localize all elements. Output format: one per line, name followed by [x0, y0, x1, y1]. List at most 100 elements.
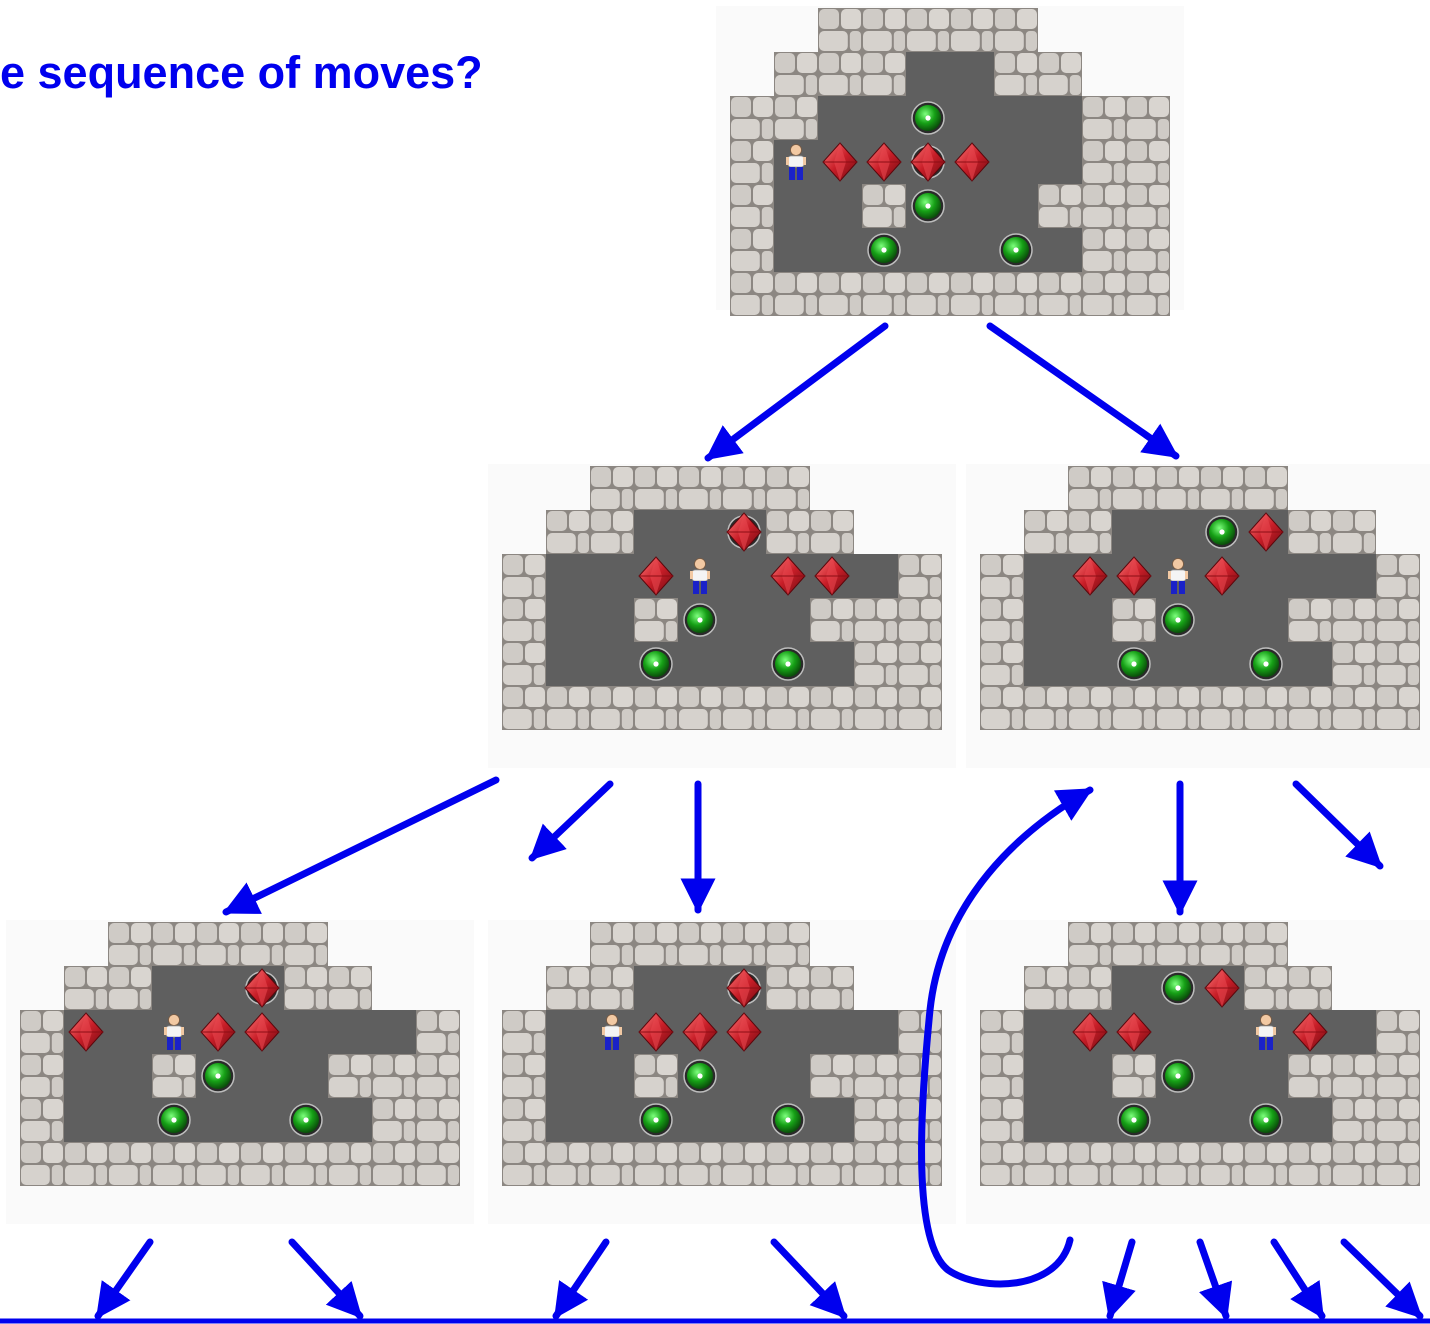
wall-tile — [854, 642, 898, 686]
board-child-left — [488, 464, 956, 768]
wall-tile — [1112, 686, 1156, 730]
red-gem-icon — [200, 1012, 236, 1052]
wall-tile — [898, 642, 942, 686]
floor-tile — [196, 1098, 240, 1142]
floor-tile — [774, 228, 818, 272]
wall-tile — [634, 1054, 678, 1098]
wall-tile — [196, 1142, 240, 1186]
floor-tile — [994, 140, 1038, 184]
wall-tile — [546, 686, 590, 730]
wall-tile — [1024, 686, 1068, 730]
floor-tile — [1038, 96, 1082, 140]
goal-target-icon — [1161, 1059, 1195, 1093]
wall-tile — [590, 466, 634, 510]
arrow-g1-a — [94, 1238, 154, 1320]
wall-tile — [1082, 272, 1126, 316]
wall-tile — [1126, 140, 1170, 184]
wall-tile — [898, 598, 942, 642]
floor-tile — [328, 1098, 372, 1142]
board-grand-2 — [488, 920, 956, 1224]
red-gem-icon — [822, 142, 858, 182]
floor-tile — [1038, 228, 1082, 272]
floor-tile — [1024, 642, 1068, 686]
wall-tile — [1200, 1142, 1244, 1186]
floor-tile — [1156, 1010, 1200, 1054]
floor-tile — [810, 642, 854, 686]
wall-tile — [898, 554, 942, 598]
wall-tile — [1024, 966, 1068, 1010]
red-gem-icon — [814, 556, 850, 596]
wall-tile — [1126, 228, 1170, 272]
wall-tile — [1376, 598, 1420, 642]
wall-tile — [862, 52, 906, 96]
wall-tile — [810, 966, 854, 1010]
wall-tile — [730, 228, 774, 272]
wall-tile — [818, 272, 862, 316]
goal-target-icon — [639, 1103, 673, 1137]
red-gem-icon — [244, 968, 280, 1008]
wall-tile — [810, 686, 854, 730]
red-gem-icon — [954, 142, 990, 182]
wall-tile — [416, 1054, 460, 1098]
floor-tile — [590, 598, 634, 642]
wall-tile — [980, 686, 1024, 730]
wall-tile — [1068, 1142, 1112, 1186]
arrow-g2-b — [770, 1238, 848, 1320]
floor-tile — [372, 1010, 416, 1054]
red-gem-icon — [638, 1012, 674, 1052]
wall-tile — [810, 1142, 854, 1186]
goal-target-icon — [867, 233, 901, 267]
arrow-root-to-right — [986, 322, 1180, 460]
red-gem-icon — [726, 968, 762, 1008]
floor-tile — [950, 228, 994, 272]
wall-tile — [284, 1142, 328, 1186]
floor-tile — [722, 1054, 766, 1098]
wall-tile — [854, 1142, 898, 1186]
floor-tile — [906, 52, 950, 96]
wall-tile — [980, 642, 1024, 686]
wall-tile — [64, 1142, 108, 1186]
arrow-g2-a — [552, 1238, 610, 1320]
wall-tile — [546, 1142, 590, 1186]
floor-tile — [766, 1054, 810, 1098]
goal-target-icon — [911, 101, 945, 135]
wall-tile — [1332, 510, 1376, 554]
wall-tile — [722, 922, 766, 966]
wall-tile — [20, 1142, 64, 1186]
floor-tile — [722, 642, 766, 686]
arrow-left-to-grand1 — [222, 776, 500, 916]
wall-tile — [950, 8, 994, 52]
wall-tile — [1126, 184, 1170, 228]
wall-tile — [590, 922, 634, 966]
floor-tile — [818, 184, 862, 228]
wall-tile — [1068, 922, 1112, 966]
goal-target-icon — [771, 1103, 805, 1137]
wall-tile — [1288, 686, 1332, 730]
wall-tile — [152, 922, 196, 966]
wall-tile — [1376, 1010, 1420, 1054]
wall-tile — [20, 1010, 64, 1054]
floor-tile — [1200, 642, 1244, 686]
wall-tile — [1288, 598, 1332, 642]
wall-tile — [862, 272, 906, 316]
wall-tile — [502, 686, 546, 730]
wall-tile — [1244, 1142, 1288, 1186]
arrow-g3-c — [1270, 1238, 1326, 1320]
wall-tile — [1376, 1142, 1420, 1186]
wall-tile — [1038, 52, 1082, 96]
red-gem-icon — [1248, 512, 1284, 552]
floor-tile — [1112, 966, 1156, 1010]
wall-tile — [546, 966, 590, 1010]
floor-tile — [546, 1054, 590, 1098]
floor-tile — [994, 96, 1038, 140]
floor-tile — [1244, 1054, 1288, 1098]
wall-tile — [1332, 686, 1376, 730]
floor-tile — [108, 1098, 152, 1142]
wall-tile — [766, 966, 810, 1010]
wall-tile — [980, 598, 1024, 642]
wall-tile — [980, 1098, 1024, 1142]
floor-tile — [1156, 1098, 1200, 1142]
floor-tile — [284, 1054, 328, 1098]
wall-tile — [730, 184, 774, 228]
red-gem-icon — [1292, 1012, 1328, 1052]
